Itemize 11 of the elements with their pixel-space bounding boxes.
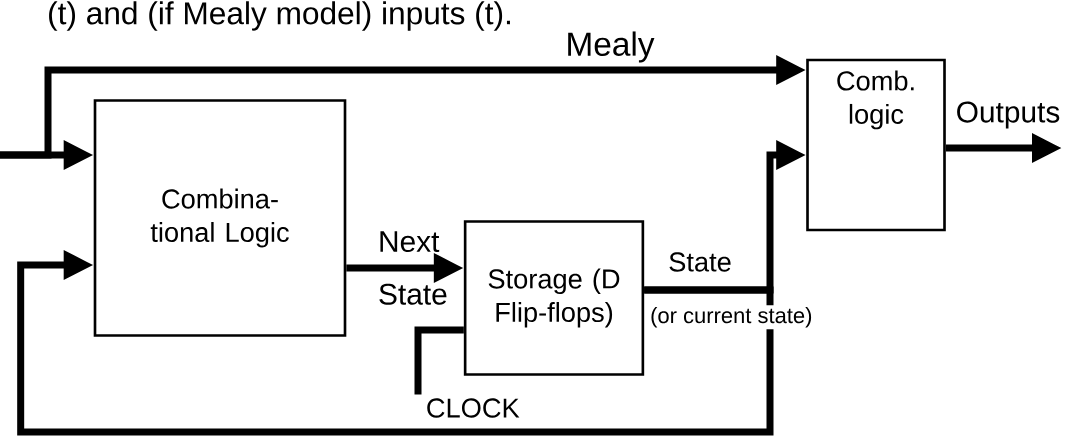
logic-box: Comb. logic bbox=[806, 58, 946, 232]
logic-box: Combina- tional Logic bbox=[93, 99, 347, 337]
arrow bbox=[17, 249, 774, 436]
storage-box: Storage (D Flip-flops) bbox=[463, 220, 645, 376]
edge-label: Mealy bbox=[563, 29, 657, 65]
heading-text: (t) and (if Mealy model) inputs (t). bbox=[45, 0, 515, 33]
note-text: (or current state) bbox=[648, 305, 815, 330]
edge-label: Outputs bbox=[953, 99, 1063, 131]
signal-label: CLOCK bbox=[427, 398, 520, 418]
edge-label: State bbox=[666, 250, 734, 274]
edge-label: Next State bbox=[379, 231, 447, 305]
